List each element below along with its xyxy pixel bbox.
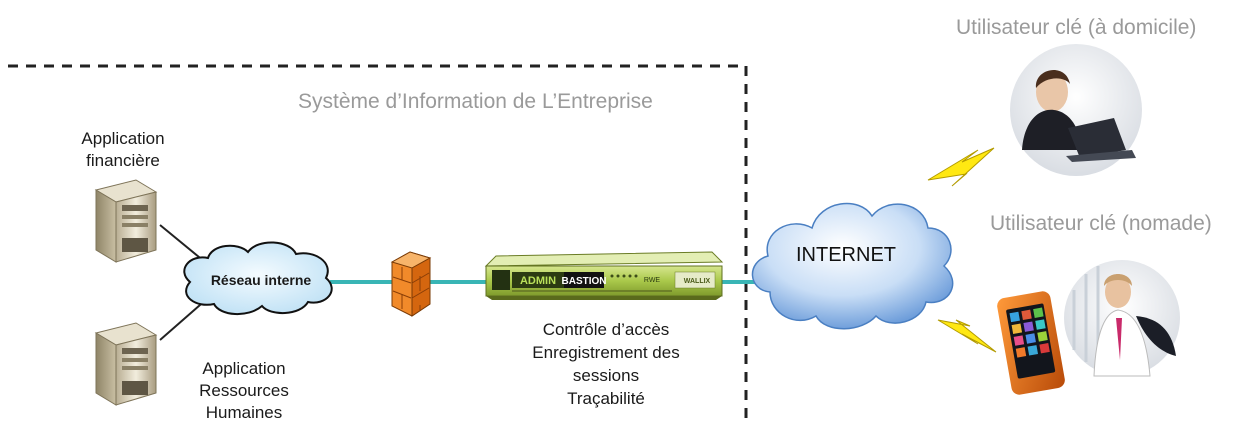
home-user-photo — [1010, 44, 1142, 176]
app-finance-line-2: financière — [86, 151, 160, 170]
feature-traceability: Traçabilité — [567, 389, 645, 408]
appliance-brand-right: BASTION — [562, 276, 607, 287]
feature-recording-2: sessions — [572, 366, 640, 385]
bastion-features: Contrôle d’accès Enregistrement des sess… — [486, 318, 726, 410]
app-hr-line-3: Humaines — [205, 403, 283, 422]
appliance-model: RWE — [644, 277, 661, 284]
internal-network-label: Réseau interne — [210, 272, 312, 288]
enterprise-title: Système d’Information de L’Entreprise — [298, 90, 653, 113]
appliance-vendor: WALLIX — [684, 278, 711, 285]
app-hr-line-2: Ressources — [199, 381, 289, 400]
wireless-link-lightning-icons — [927, 147, 997, 353]
nomad-user-photo — [1064, 260, 1180, 377]
feature-recording-1: Enregistrement des — [532, 343, 680, 362]
feature-access-control: Contrôle d’accès — [542, 320, 670, 339]
server-finance-icon — [94, 179, 158, 263]
app-finance-label: Application financière — [68, 128, 178, 172]
user-nomad-label: Utilisateur clé (nomade) — [990, 212, 1212, 235]
mobile-phone-icon — [997, 291, 1065, 395]
app-hr-label: Application Ressources Humaines — [194, 358, 294, 424]
bastion-appliance-icon — [484, 251, 724, 300]
internet-label: INTERNET — [796, 244, 896, 266]
user-home-label: Utilisateur clé (à domicile) — [956, 16, 1197, 39]
firewall-icon — [390, 251, 432, 317]
server-hr-icon — [94, 322, 158, 406]
appliance-brand-left: ADMIN — [520, 275, 556, 287]
app-finance-line-1: Application — [81, 129, 165, 148]
internal-network-cloud-icon — [183, 241, 333, 315]
app-hr-line-1: Application — [202, 359, 286, 378]
enterprise-boundary — [8, 64, 748, 423]
internet-cloud-icon — [751, 202, 954, 330]
